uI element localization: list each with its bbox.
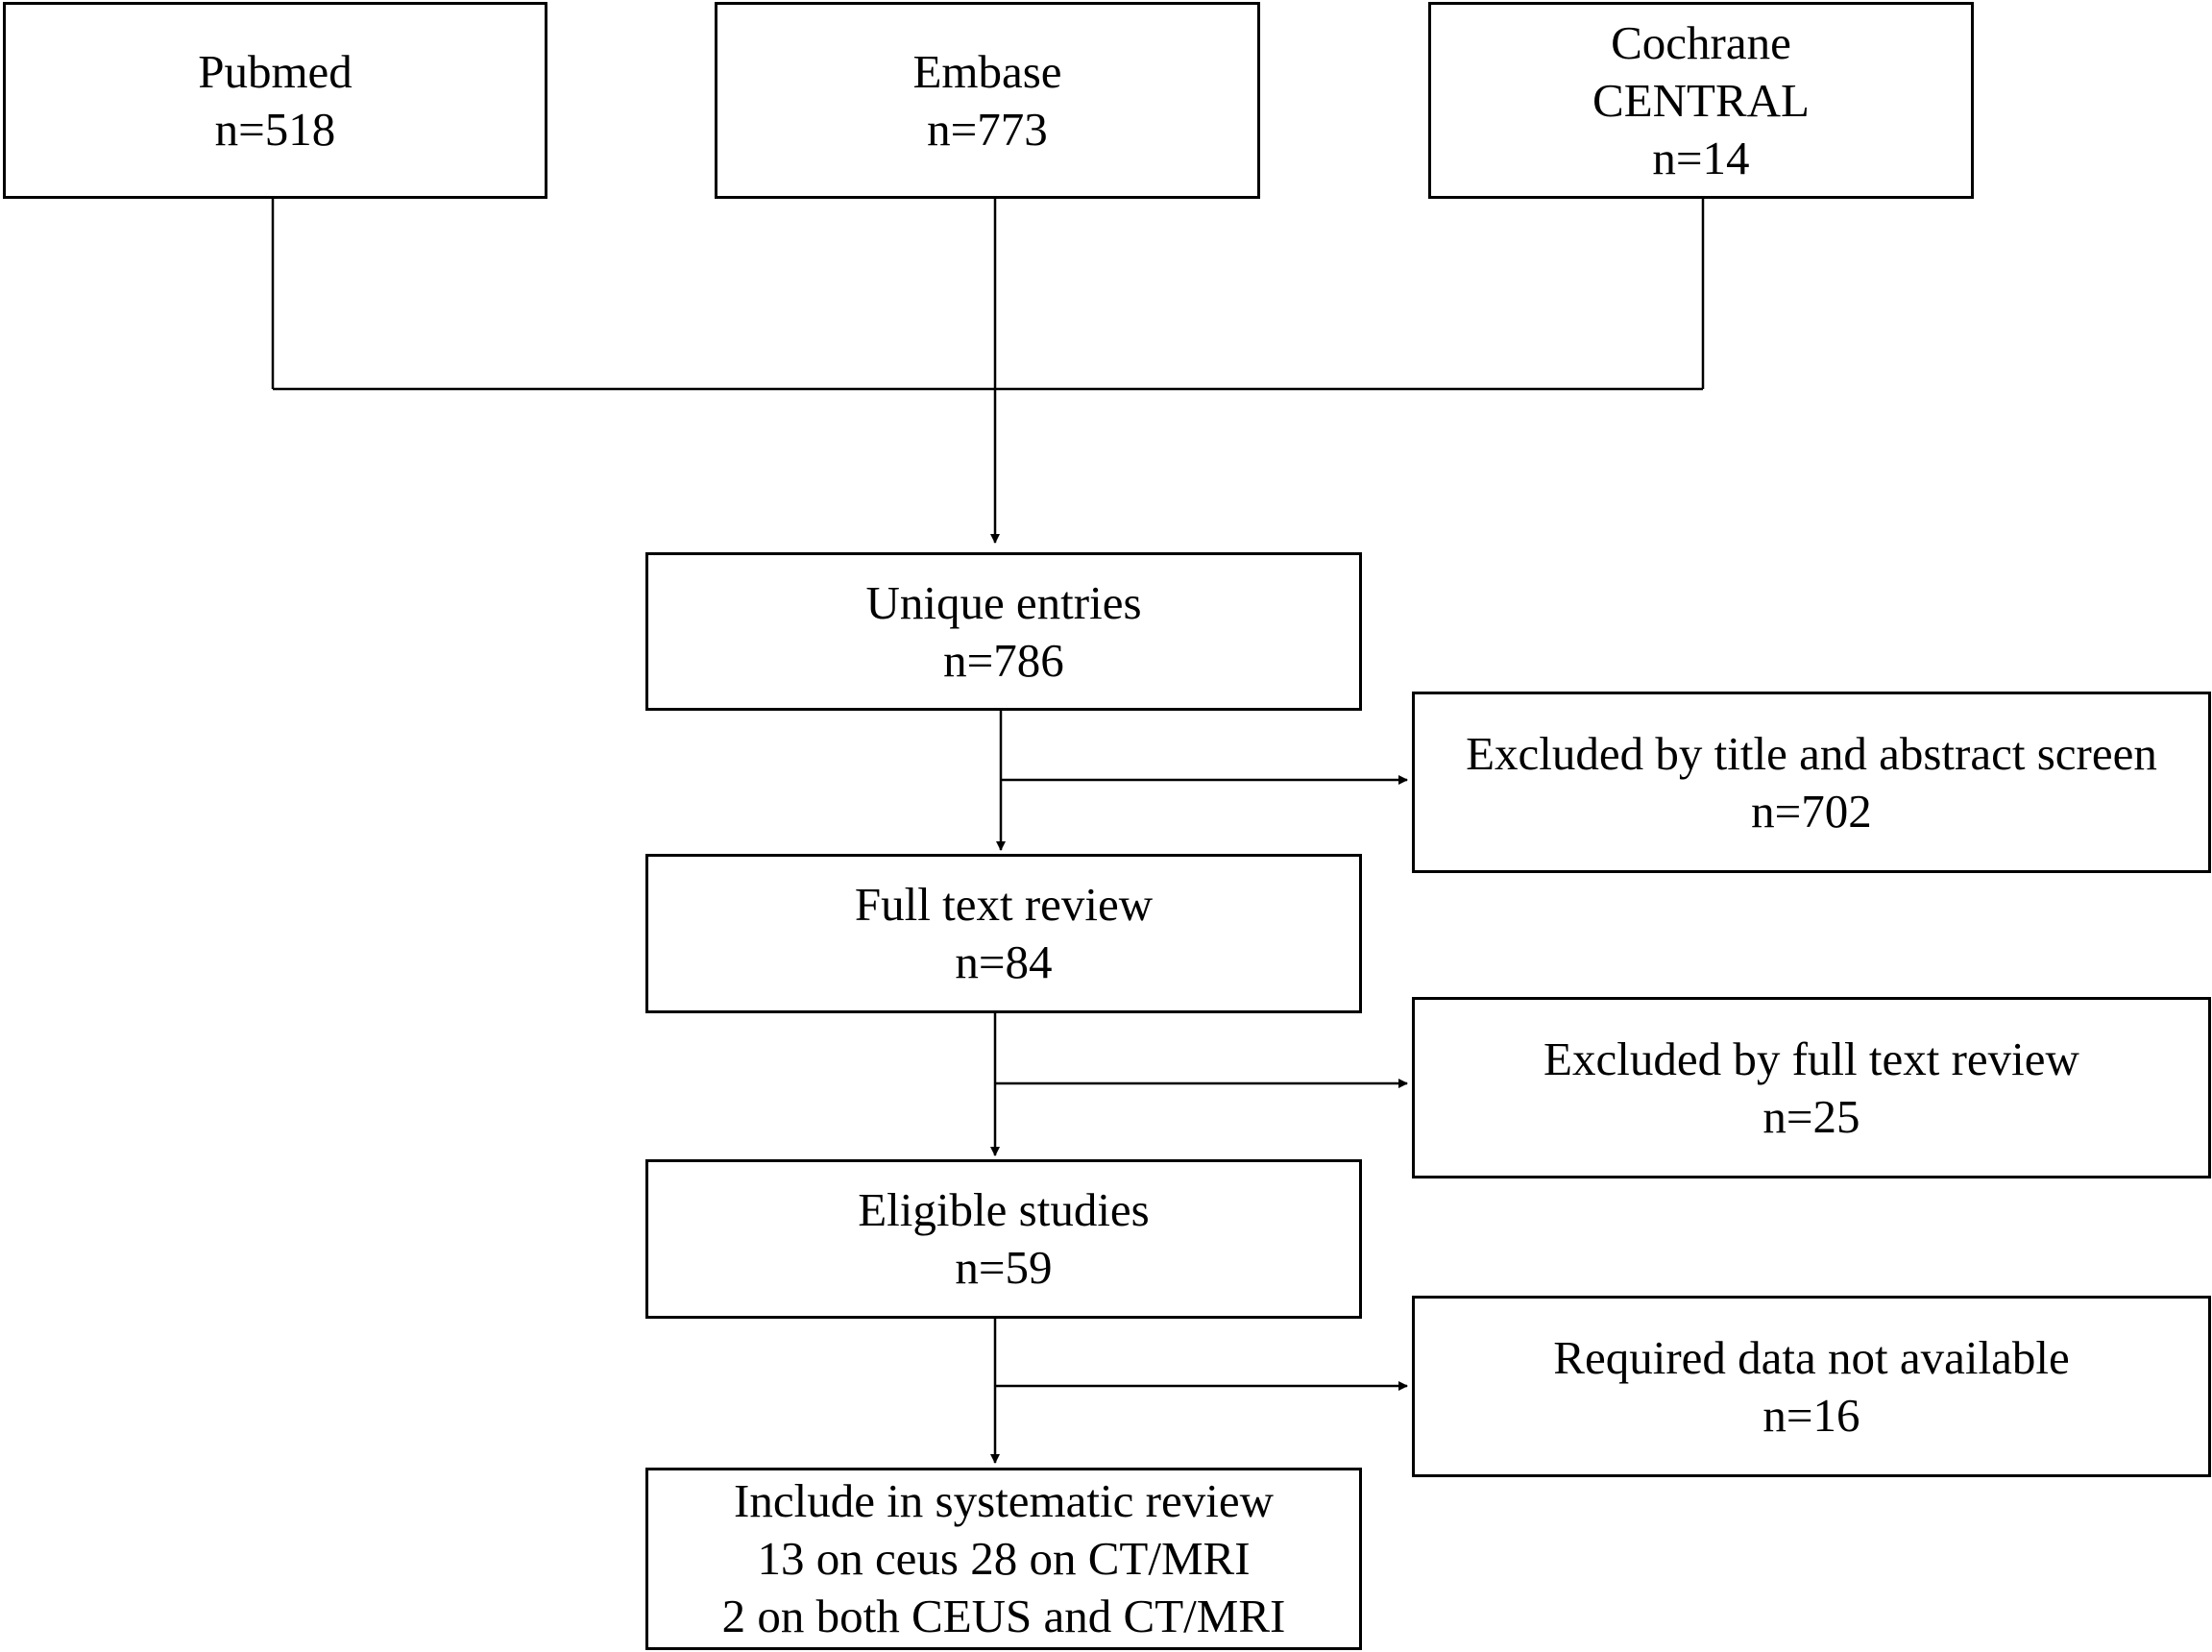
full-text-review-label: Full text review: [854, 878, 1154, 931]
required-data-label: Required data not available: [1553, 1330, 2070, 1384]
excluded-title-abstract-count: n=702: [1751, 784, 1872, 838]
included-line1: Include in systematic review: [734, 1474, 1274, 1527]
cochrane-box: Cochrane CENTRAL n=14: [1428, 2, 1974, 199]
unique-entries-label: Unique entries: [865, 575, 1142, 629]
pubmed-box: Pubmed n=518: [3, 2, 547, 199]
embase-count: n=773: [927, 102, 1048, 156]
excluded-full-text-label: Excluded by full text review: [1544, 1032, 2079, 1085]
unique-entries-count: n=786: [943, 633, 1064, 687]
embase-label: Embase: [912, 44, 1062, 98]
excluded-title-abstract-label: Excluded by title and abstract screen: [1466, 726, 2157, 780]
cochrane-label-line1: Cochrane: [1611, 15, 1791, 69]
included-line2: 13 on ceus 28 on CT/MRI: [757, 1532, 1251, 1585]
required-data-box: Required data not available n=16: [1412, 1296, 2211, 1477]
excluded-full-text-box: Excluded by full text review n=25: [1412, 997, 2211, 1178]
excluded-full-text-count: n=25: [1762, 1089, 1860, 1143]
excluded-title-abstract-box: Excluded by title and abstract screen n=…: [1412, 692, 2211, 873]
embase-box: Embase n=773: [715, 2, 1260, 199]
included-box: Include in systematic review 13 on ceus …: [645, 1468, 1362, 1650]
eligible-studies-count: n=59: [955, 1241, 1053, 1294]
included-line3: 2 on both CEUS and CT/MRI: [721, 1590, 1286, 1642]
pubmed-count: n=518: [214, 102, 336, 156]
pubmed-label: Pubmed: [198, 44, 352, 98]
eligible-studies-label: Eligible studies: [858, 1183, 1150, 1236]
full-text-review-count: n=84: [955, 935, 1053, 988]
cochrane-label-line2: CENTRAL: [1592, 73, 1810, 127]
unique-entries-box: Unique entries n=786: [645, 552, 1362, 711]
full-text-review-box: Full text review n=84: [645, 854, 1362, 1013]
eligible-studies-box: Eligible studies n=59: [645, 1159, 1362, 1319]
cochrane-count: n=14: [1652, 131, 1750, 184]
required-data-count: n=16: [1762, 1388, 1860, 1442]
